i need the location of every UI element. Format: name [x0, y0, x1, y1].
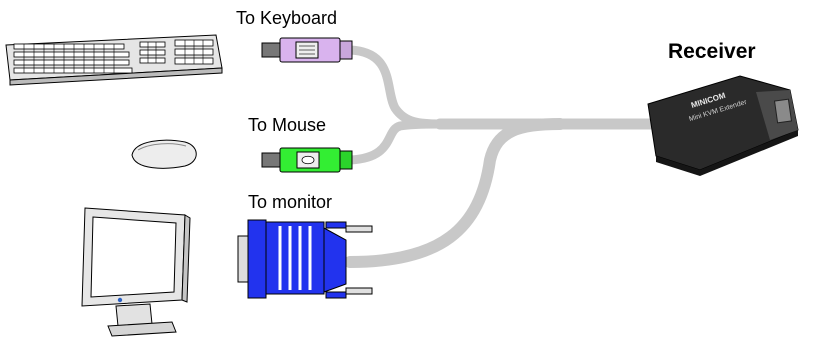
vga-plug-icon — [237, 219, 373, 299]
cables — [344, 45, 661, 268]
receiver-label: Receiver — [668, 40, 756, 63]
keyboard-icon — [5, 34, 223, 86]
keyboard-connector-label: To Keyboard — [236, 8, 338, 28]
keyboard-plug-icon — [261, 37, 353, 63]
monitor-connector-label: To monitor — [248, 192, 333, 212]
keyboard-cable — [345, 45, 445, 129]
mouse-cable — [345, 119, 445, 165]
monitor-cable — [344, 118, 566, 268]
mouse-plug-icon — [261, 147, 353, 173]
monitor-icon — [81, 207, 191, 337]
mouse-connector-label: To Mouse — [248, 115, 327, 135]
mouse-icon — [131, 139, 197, 169]
receiver-device: MINICOM Mini KVM Extender — [647, 75, 799, 176]
